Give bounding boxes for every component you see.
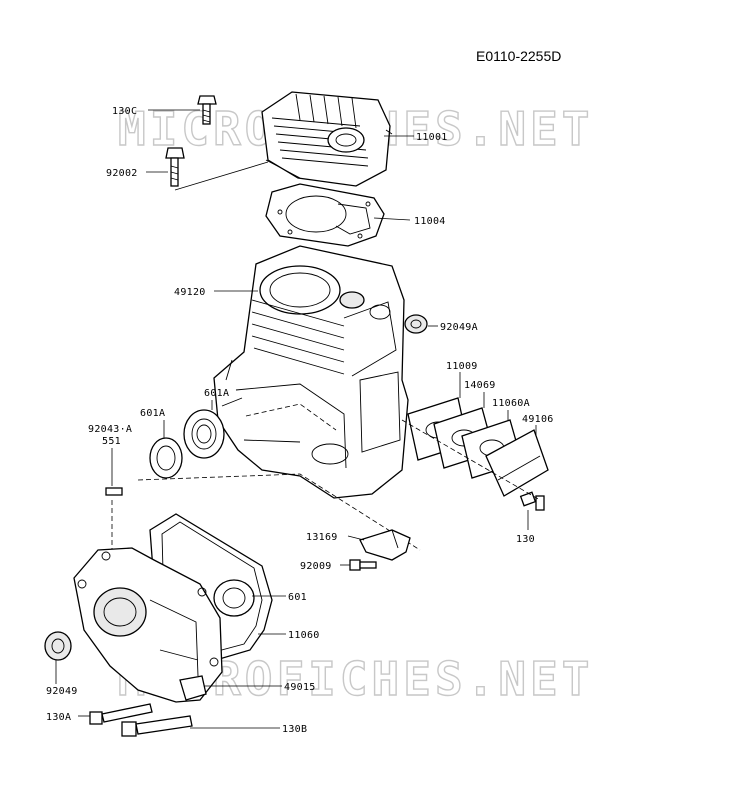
bolt-130a bbox=[89, 703, 153, 725]
label-11001: 11001 bbox=[416, 132, 448, 143]
label-130b: 130B bbox=[282, 724, 307, 735]
part-labels: 130C 11001 92002 11004 49120 92049A 1100… bbox=[46, 106, 554, 735]
label-130c: 130C bbox=[112, 106, 137, 117]
bracket-13169 bbox=[359, 529, 411, 561]
label-11060: 11060 bbox=[288, 630, 320, 641]
label-601a-upper: 601A bbox=[204, 388, 229, 399]
label-11004: 11004 bbox=[414, 216, 446, 227]
bracket-49106 bbox=[485, 429, 549, 497]
label-92049a: 92049A bbox=[440, 322, 478, 333]
label-11060a: 11060A bbox=[492, 398, 530, 409]
label-130a: 130A bbox=[46, 712, 71, 723]
label-49015: 49015 bbox=[284, 682, 316, 693]
dowel-pin-551 bbox=[105, 487, 123, 496]
label-11009: 11009 bbox=[446, 361, 478, 372]
label-551: 551 bbox=[102, 436, 121, 447]
label-49106: 49106 bbox=[522, 414, 554, 425]
crankcase bbox=[213, 245, 409, 499]
label-13169: 13169 bbox=[306, 532, 338, 543]
label-92002: 92002 bbox=[106, 168, 138, 179]
oil-seal-92049 bbox=[44, 631, 72, 661]
label-130: 130 bbox=[516, 534, 535, 545]
bolt-130b bbox=[121, 715, 193, 737]
drawing-code: E0110-2255D bbox=[476, 48, 561, 64]
bearing-601a-lower bbox=[149, 437, 183, 479]
label-601a-lower: 601A bbox=[140, 408, 165, 419]
label-92043a: 92043·A bbox=[88, 424, 132, 435]
bolt-130 bbox=[519, 491, 545, 511]
bearing-601a-upper bbox=[183, 409, 225, 459]
label-601: 601 bbox=[288, 592, 307, 603]
head-gasket bbox=[265, 183, 385, 247]
label-92049: 92049 bbox=[46, 686, 78, 697]
bolt-130c bbox=[197, 95, 217, 125]
crankcase-cover bbox=[73, 547, 223, 703]
leader-lines bbox=[55, 109, 537, 729]
oil-seal-92049a bbox=[404, 314, 428, 334]
label-14069: 14069 bbox=[464, 380, 496, 391]
label-49120: 49120 bbox=[174, 287, 206, 298]
label-92009: 92009 bbox=[300, 561, 332, 572]
cylinder-head bbox=[261, 91, 393, 187]
bolt-92009 bbox=[349, 559, 377, 571]
bolt-92002 bbox=[165, 147, 185, 187]
breather-49015 bbox=[179, 675, 207, 701]
bearing-601 bbox=[213, 579, 255, 617]
